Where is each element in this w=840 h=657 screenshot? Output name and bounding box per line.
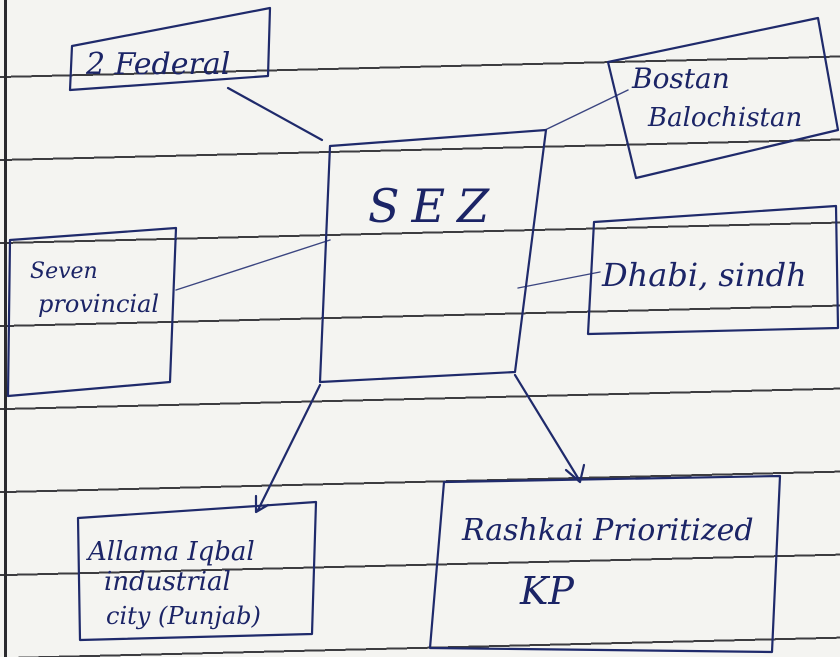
node-federal-box	[68, 6, 272, 92]
node-kp-line1: Rashkai Prioritized	[461, 513, 754, 548]
node-punjab: Allama Iqbal industrial city (Punjab)	[76, 500, 318, 642]
node-balochistan: Bostan Balochistan	[606, 16, 840, 180]
connector-balochistan	[544, 89, 629, 131]
node-punjab-line1: Allama Iqbal	[86, 537, 255, 567]
node-balochistan-box	[606, 16, 840, 180]
node-sindh-box	[586, 204, 840, 336]
node-provincial-line2: provincial	[38, 290, 159, 318]
node-federal: 2 Federal	[68, 6, 272, 92]
node-punjab-line2: industrial	[104, 567, 231, 597]
connector-punjab	[256, 383, 322, 512]
arrowhead-kp	[564, 463, 586, 484]
node-punjab-box	[76, 500, 318, 642]
node-kp: Rashkai Prioritized KP	[428, 474, 782, 654]
connector-sindh	[517, 271, 601, 289]
connectors	[175, 86, 629, 514]
node-punjab-line3: city (Punjab)	[106, 602, 261, 630]
arrowhead-punjab	[254, 494, 270, 514]
node-balochistan-line2: Balochistan	[647, 103, 802, 133]
node-kp-box	[428, 474, 782, 654]
margin-line	[4, 0, 7, 657]
node-sindh-label: Dhabi, sindh	[601, 256, 807, 294]
node-sindh: Dhabi, sindh	[586, 204, 840, 336]
node-provincial-line1: Seven	[30, 259, 98, 284]
sez-label: SEZ	[368, 179, 501, 233]
sez-box-outline	[318, 128, 548, 384]
node-kp-line2: KP	[519, 569, 575, 613]
node-provincial: Seven provincial	[6, 226, 178, 398]
connector-provincial	[175, 239, 331, 291]
sez-box: SEZ	[318, 128, 548, 384]
connector-kp	[513, 373, 580, 480]
node-federal-label: 2 Federal	[85, 47, 230, 82]
node-provincial-box	[6, 226, 178, 398]
node-balochistan-line1: Bostan	[631, 62, 730, 95]
connector-federal	[226, 86, 324, 142]
